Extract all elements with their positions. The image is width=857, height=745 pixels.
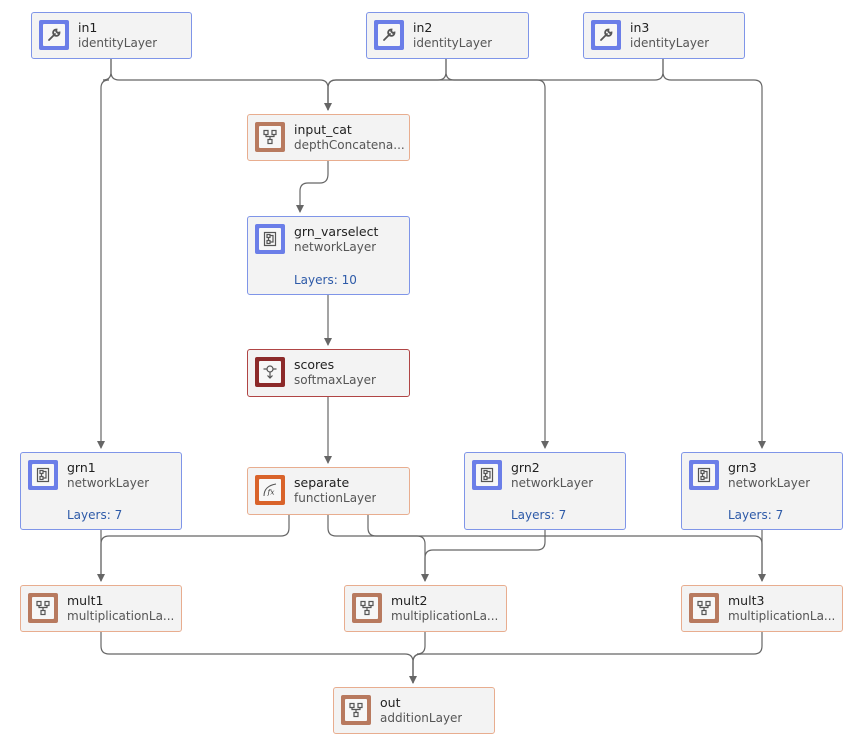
node-type: functionLayer bbox=[294, 491, 377, 505]
node-separate[interactable]: fx separate functionLayer bbox=[247, 467, 410, 515]
node-type: networkLayer bbox=[67, 476, 150, 490]
multiplication-icon bbox=[352, 593, 382, 623]
edge-in3-grn3 bbox=[662, 59, 766, 449]
function-fx-icon: fx bbox=[255, 475, 285, 505]
layers-count[interactable]: Layers: 7 bbox=[511, 508, 567, 522]
edge-mult1-out bbox=[100, 632, 417, 684]
edge-in2-grn2 bbox=[445, 59, 549, 449]
multiplication-icon bbox=[28, 593, 58, 623]
node-type: networkLayer bbox=[511, 476, 594, 490]
node-input_cat[interactable]: input_cat depthConcatena... bbox=[247, 114, 410, 161]
edge-separate-mult2 bbox=[327, 515, 429, 582]
edge-in3-input_cat bbox=[327, 59, 664, 110]
addition-icon bbox=[341, 695, 371, 725]
softmax-icon bbox=[255, 357, 285, 387]
node-name: grn2 bbox=[511, 460, 540, 475]
node-grn3[interactable]: grn3 networkLayer Layers: 7 bbox=[681, 452, 843, 530]
edge-in2-input_cat bbox=[327, 59, 447, 110]
node-in3[interactable]: in3 identityLayer bbox=[583, 12, 745, 59]
layers-count[interactable]: Layers: 10 bbox=[294, 273, 357, 287]
node-scores[interactable]: scores softmaxLayer bbox=[247, 349, 410, 397]
wrench-icon bbox=[591, 20, 621, 50]
node-grn1[interactable]: grn1 networkLayer Layers: 7 bbox=[20, 452, 182, 530]
node-mult3[interactable]: mult3 multiplicationLa... bbox=[681, 585, 843, 632]
node-mult2[interactable]: mult2 multiplicationLa... bbox=[344, 585, 507, 632]
node-name: in1 bbox=[78, 20, 98, 35]
node-type: identityLayer bbox=[78, 36, 158, 50]
edge-mult2-out bbox=[412, 632, 426, 683]
layers-count[interactable]: Layers: 7 bbox=[67, 508, 123, 522]
node-name: out bbox=[380, 695, 401, 710]
node-name: mult3 bbox=[728, 593, 765, 608]
node-type: networkLayer bbox=[728, 476, 811, 490]
edge-input_cat-grn_varselect bbox=[296, 161, 329, 213]
node-type: identityLayer bbox=[630, 36, 710, 50]
wrench-icon bbox=[39, 20, 69, 50]
node-type: softmaxLayer bbox=[294, 373, 376, 387]
node-name: grn_varselect bbox=[294, 224, 379, 239]
node-name: in2 bbox=[413, 20, 433, 35]
node-type: additionLayer bbox=[380, 711, 463, 725]
node-in2[interactable]: in2 identityLayer bbox=[366, 12, 529, 59]
node-type: multiplicationLa... bbox=[391, 609, 499, 623]
network-layer-icon bbox=[689, 460, 719, 490]
node-name: in3 bbox=[630, 20, 650, 35]
node-out[interactable]: out additionLayer bbox=[333, 687, 495, 734]
node-type: identityLayer bbox=[413, 36, 493, 50]
edge-in1-input_cat bbox=[110, 59, 332, 111]
layers-count[interactable]: Layers: 7 bbox=[728, 508, 784, 522]
node-type: networkLayer bbox=[294, 240, 377, 254]
svg-text:fx: fx bbox=[267, 488, 276, 497]
node-name: scores bbox=[294, 357, 335, 372]
node-type: depthConcatena... bbox=[294, 138, 405, 152]
node-name: input_cat bbox=[294, 122, 352, 137]
node-mult1[interactable]: mult1 multiplicationLa... bbox=[20, 585, 182, 632]
node-name: grn1 bbox=[67, 460, 96, 475]
edge-mult3-out bbox=[412, 632, 763, 683]
edge-grn2-mult2 bbox=[424, 530, 546, 581]
node-name: mult1 bbox=[67, 593, 104, 608]
wrench-icon bbox=[374, 20, 404, 50]
node-type: multiplicationLa... bbox=[728, 609, 836, 623]
node-name: mult2 bbox=[391, 593, 428, 608]
node-name: separate bbox=[294, 475, 350, 490]
node-grn2[interactable]: grn2 networkLayer Layers: 7 bbox=[464, 452, 626, 530]
multiplication-icon bbox=[689, 593, 719, 623]
depth-concatenation-icon bbox=[255, 122, 285, 152]
network-layer-icon bbox=[472, 460, 502, 490]
node-in1[interactable]: in1 identityLayer bbox=[31, 12, 192, 59]
edge-in1-grn1 bbox=[97, 59, 112, 449]
node-type: multiplicationLa... bbox=[67, 609, 175, 623]
node-grn_varselect[interactable]: grn_varselect networkLayer Layers: 10 bbox=[247, 216, 410, 295]
network-layer-icon bbox=[255, 224, 285, 254]
network-layer-icon bbox=[28, 460, 58, 490]
node-name: grn3 bbox=[728, 460, 757, 475]
